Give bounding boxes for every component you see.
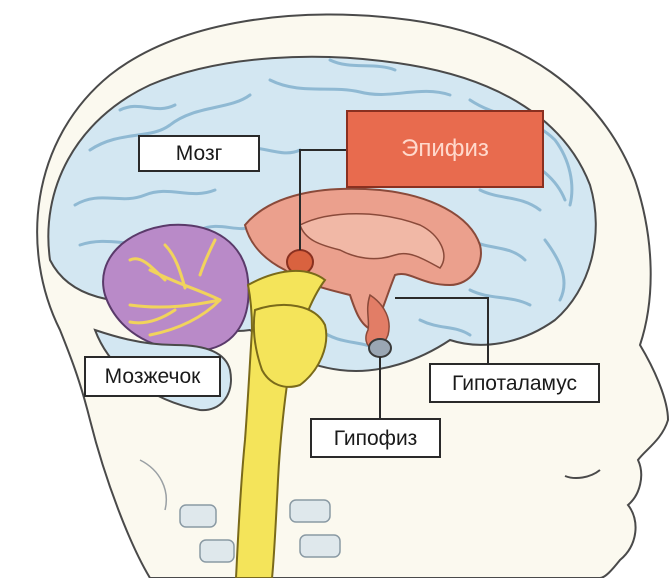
label-epiphysis: Эпифиз — [346, 110, 544, 188]
label-brain: Мозг — [138, 135, 260, 172]
label-cerebellum: Мозжечок — [84, 356, 221, 397]
pituitary-gland — [369, 339, 391, 357]
label-hypothalamus: Гипоталамус — [429, 363, 600, 403]
label-hypophysis: Гипофиз — [310, 418, 441, 458]
